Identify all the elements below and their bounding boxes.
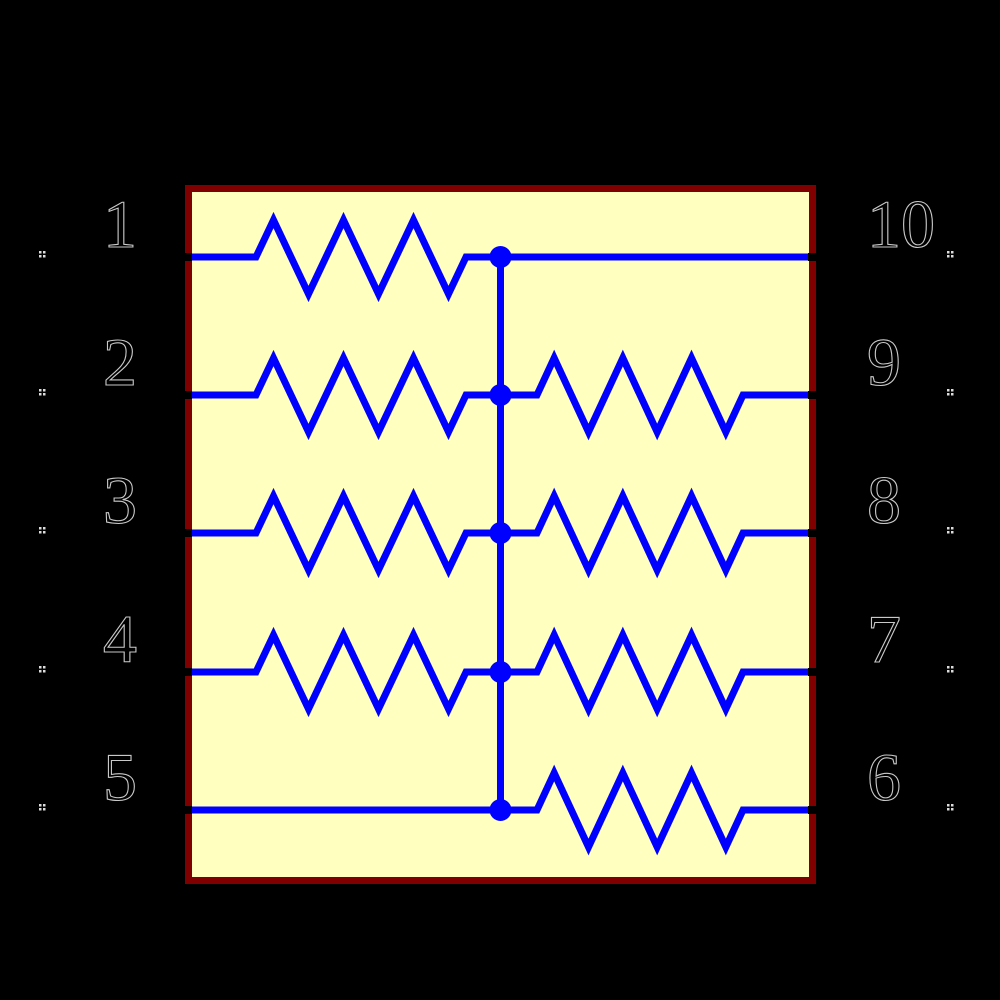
junction-dot-2 bbox=[489, 384, 512, 406]
pin-label-7: 7 bbox=[867, 601, 901, 677]
pin-marker-dot bbox=[39, 531, 42, 534]
junction-dot-5 bbox=[489, 799, 512, 821]
pin-label-10: 10 bbox=[867, 186, 935, 262]
pin-label-1: 1 bbox=[103, 186, 137, 262]
pin-marker-left-2 bbox=[39, 389, 46, 396]
pin-label-5: 5 bbox=[103, 739, 137, 815]
pin-marker-dot bbox=[39, 389, 42, 392]
pin-marker-dot bbox=[39, 393, 42, 396]
pin-marker-dot bbox=[39, 527, 42, 530]
pin-marker-left-4 bbox=[39, 666, 46, 673]
pin-stub-right bbox=[808, 391, 820, 399]
pin-label-8: 8 bbox=[867, 462, 901, 538]
pin-marker-dot bbox=[947, 804, 950, 807]
pin-marker-dot bbox=[951, 808, 954, 811]
pin-marker-right-10 bbox=[947, 251, 954, 258]
pin-marker-right-6 bbox=[947, 804, 954, 811]
pin-marker-dot bbox=[947, 808, 950, 811]
pin-marker-dot bbox=[947, 666, 950, 669]
junction-dot-3 bbox=[489, 522, 512, 544]
pin-marker-left-1 bbox=[39, 251, 46, 258]
pin-stub-right bbox=[808, 253, 820, 261]
pin-marker-dot bbox=[951, 393, 954, 396]
pin-stub-left bbox=[181, 806, 192, 814]
pin-label-9: 9 bbox=[867, 324, 901, 400]
pin-marker-dot bbox=[951, 527, 954, 530]
pin-marker-dot bbox=[43, 670, 46, 673]
pin-marker-dot bbox=[947, 255, 950, 258]
pin-label-2: 2 bbox=[103, 324, 137, 400]
pin-marker-dot bbox=[39, 255, 42, 258]
pin-marker-dot bbox=[947, 389, 950, 392]
pin-marker-dot bbox=[43, 527, 46, 530]
pin-marker-dot bbox=[39, 804, 42, 807]
pin-marker-dot bbox=[43, 804, 46, 807]
pin-marker-dot bbox=[43, 531, 46, 534]
pin-label-3: 3 bbox=[103, 462, 137, 538]
pin-marker-left-3 bbox=[39, 527, 46, 534]
pin-marker-dot bbox=[951, 531, 954, 534]
pin-stub-right bbox=[808, 529, 820, 537]
pin-marker-dot bbox=[39, 670, 42, 673]
pin-marker-dot bbox=[39, 666, 42, 669]
pin-marker-dot bbox=[39, 808, 42, 811]
pin-marker-dot bbox=[43, 808, 46, 811]
pin-marker-dot bbox=[947, 527, 950, 530]
pin-marker-dot bbox=[947, 670, 950, 673]
pin-stub-right bbox=[808, 668, 820, 676]
pin-label-4: 4 bbox=[103, 601, 137, 677]
pin-stub-right bbox=[808, 806, 820, 814]
pin-marker-dot bbox=[951, 666, 954, 669]
pin-marker-right-7 bbox=[947, 666, 954, 673]
pin-marker-dot bbox=[947, 251, 950, 254]
pin-marker-dot bbox=[951, 389, 954, 392]
pin-marker-dot bbox=[951, 255, 954, 258]
pin-marker-dot bbox=[947, 531, 950, 534]
pin-stub-left bbox=[181, 253, 192, 261]
junction-dot-4 bbox=[489, 661, 512, 683]
pin-marker-dot bbox=[43, 251, 46, 254]
pin-marker-right-8 bbox=[947, 527, 954, 534]
pin-marker-right-9 bbox=[947, 389, 954, 396]
pin-stub-left bbox=[181, 668, 192, 676]
pin-marker-dot bbox=[951, 670, 954, 673]
pin-marker-dot bbox=[39, 251, 42, 254]
pin-marker-dot bbox=[951, 804, 954, 807]
pin-marker-dot bbox=[43, 666, 46, 669]
pin-marker-left-5 bbox=[39, 804, 46, 811]
junction-dot-1 bbox=[489, 246, 512, 268]
pin-stub-left bbox=[181, 529, 192, 537]
row-wire-pin5-pin6 bbox=[188, 764, 813, 856]
pin-stub-left bbox=[181, 391, 192, 399]
pin-marker-dot bbox=[947, 393, 950, 396]
pin-label-6: 6 bbox=[867, 739, 901, 815]
pin-marker-dot bbox=[43, 389, 46, 392]
pin-marker-dot bbox=[43, 393, 46, 396]
row-wire-pin1-pin10 bbox=[188, 211, 813, 303]
pin-marker-dot bbox=[43, 255, 46, 258]
pin-marker-dot bbox=[951, 251, 954, 254]
